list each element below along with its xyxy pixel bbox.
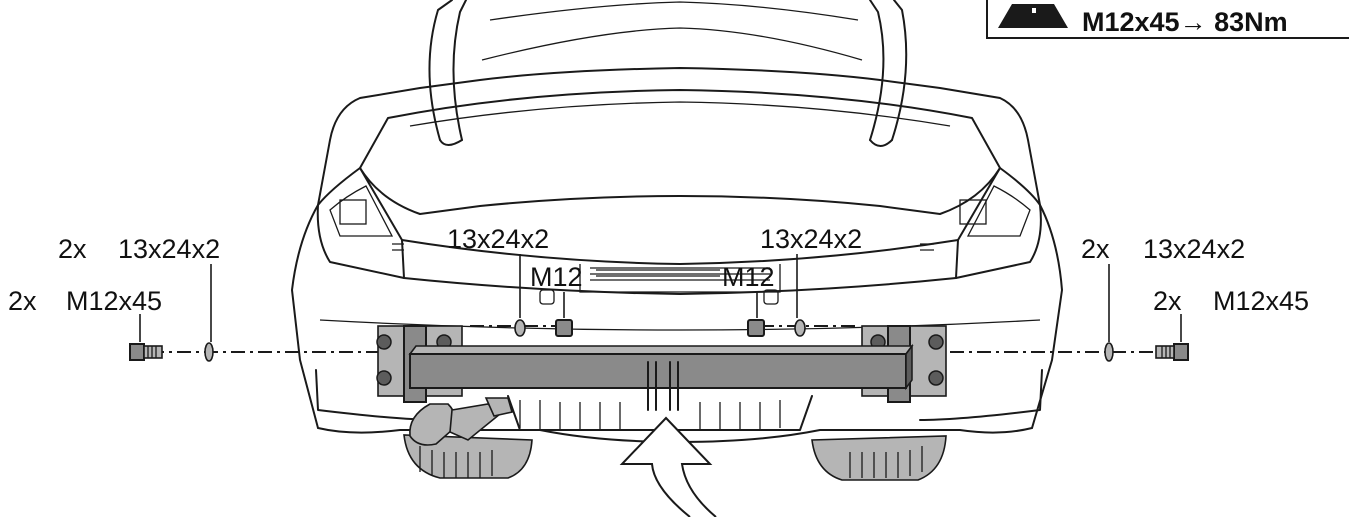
left-washer-size: 13x24x2 [118,234,220,264]
center-right-nut-label: M12 [722,262,775,292]
left-washer-qty: 2x [58,234,87,264]
callout-leader-lines [139,254,1182,342]
center-right-nut-m12 [747,319,765,337]
left-bolt-m12x45 [129,343,163,361]
left-bolt-qty: 2x [8,286,37,316]
center-right-washer-label: 13x24x2 [760,224,862,254]
left-bolt-size: M12x45 [66,286,162,316]
right-bolt-qty: 2x [1153,286,1182,316]
torque-specification-box: M12x45→ 83Nm [986,0,1349,39]
right-bolt-size: M12x45 [1213,286,1309,316]
curved-arrow-icon [619,416,717,517]
right-bolt-m12x45 [1155,343,1189,361]
center-left-nut-m12 [555,319,573,337]
center-callout-rules [596,269,720,277]
tow-hook-assembly [409,397,514,446]
warning-triangle-icon [998,4,1068,28]
right-washer-size: 13x24x2 [1143,234,1245,264]
fastener-callouts: 2x 13x24x2 2x M12x45 13x24x2 M12 M12 13x… [8,224,1309,316]
torque-spec-text: M12x45→ 83Nm [1082,7,1288,37]
center-left-nut-label: M12 [530,262,583,292]
right-washer-13x24x2 [1104,342,1114,362]
center-left-washer [514,319,526,337]
tow-bar-cross-beam [408,343,914,411]
center-left-washer-label: 13x24x2 [447,224,549,254]
assembly-axis-lines [150,325,1170,353]
right-washer-qty: 2x [1081,234,1110,264]
center-right-washer [794,319,806,337]
left-washer-13x24x2 [204,342,214,362]
